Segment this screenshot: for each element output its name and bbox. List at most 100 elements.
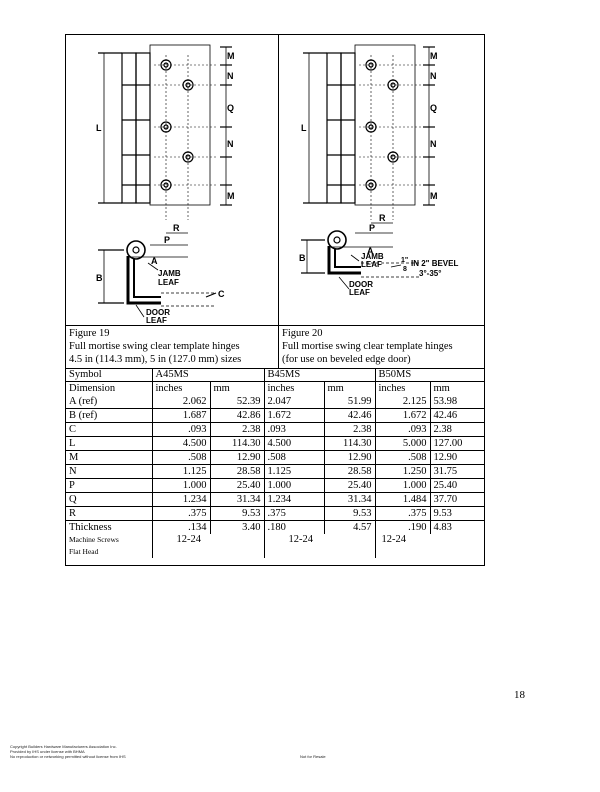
row-value: 4.500 [151, 436, 211, 451]
row-value: .508 [151, 450, 211, 465]
note-jamb: JAMB [361, 252, 384, 261]
copyright-footer: Copyright Builders Hardware Manufacturer… [10, 744, 126, 759]
row-value: .190 [374, 520, 431, 534]
row-value: 1.250 [374, 464, 431, 479]
header-unit: inches [374, 381, 431, 395]
row-value: .375 [263, 506, 325, 521]
row-value: 9.53 [209, 506, 265, 521]
row-symbol: P [66, 478, 153, 493]
dim-label-p: P [164, 235, 170, 245]
row-value: 1.125 [263, 464, 325, 479]
hinge-leaf-right [340, 52, 356, 204]
header-unit: inches [151, 381, 211, 395]
screws-label-line2: Flat Head [69, 547, 99, 556]
screws-a45ms: 12-24 [151, 534, 265, 558]
bevel-angle: 3°-35° [419, 269, 441, 278]
screws-label: Machine Screws Flat Head [66, 534, 153, 558]
row-value: 52.39 [209, 395, 265, 409]
row-value: 1.000 [374, 478, 431, 493]
dim-label-r: R [173, 223, 180, 233]
row-value: 1.672 [374, 408, 431, 423]
figure-divider [278, 35, 279, 325]
row-value: 1.672 [263, 408, 325, 423]
row-value: .093 [151, 422, 211, 437]
dim-label-n: N [430, 71, 437, 81]
row-value: .093 [263, 422, 325, 437]
header-unit: mm [323, 381, 376, 395]
footer-line: No reproduction or networking permitted … [10, 754, 126, 759]
row-symbol: M [66, 450, 153, 465]
footer-line: Copyright Builders Hardware Manufacturer… [10, 744, 117, 749]
row-value: 9.53 [323, 506, 376, 521]
dim-label-q: Q [227, 103, 234, 113]
row-value: 1.484 [374, 492, 431, 507]
note-jamb-leaf: LEAF [361, 260, 382, 269]
header-unit: inches [263, 381, 325, 395]
row-symbol: B (ref) [66, 408, 153, 423]
row-value: 127.00 [429, 436, 484, 451]
note-door-leaf: LEAF [146, 316, 167, 325]
knuckle-section [126, 240, 146, 260]
row-value: 31.34 [323, 492, 376, 507]
hinge-leaf-left [121, 52, 137, 204]
hinge-leaf-left [326, 52, 342, 204]
header-model-b50ms: B50MS [374, 368, 484, 382]
row-value: .134 [151, 520, 211, 534]
dim-label-p: P [369, 223, 375, 233]
document-frame: M N Q N M L R P A B C JAMB LEAF DOOR LEA… [65, 34, 485, 566]
row-value: 12.90 [209, 450, 265, 465]
table-header-models: Symbol A45MS B45MS B50MS [66, 368, 484, 382]
row-value: .093 [374, 422, 431, 437]
note-jamb-leaf: LEAF [158, 278, 179, 287]
row-value: 1.234 [263, 492, 325, 507]
row-value: 1.687 [151, 408, 211, 423]
note-door: DOOR [146, 308, 170, 317]
row-value: 12.90 [429, 450, 484, 465]
row-value: 114.30 [209, 436, 265, 451]
table-row-machine-screws: Machine Screws Flat Head 12-24 12-24 12-… [66, 534, 484, 558]
row-value: 2.38 [323, 422, 376, 437]
row-value: 1.234 [151, 492, 211, 507]
row-value: 25.40 [429, 478, 484, 493]
row-value: 25.40 [323, 478, 376, 493]
row-symbol: N [66, 464, 153, 479]
caption-row: Figure 19 Full mortise swing clear templ… [66, 326, 484, 369]
row-value: 28.58 [323, 464, 376, 479]
figure-20-title: Figure 20 [282, 328, 323, 339]
dim-label-m2: M [430, 191, 438, 201]
row-value: .508 [263, 450, 325, 465]
caption-divider [278, 326, 279, 368]
dim-label-n2: N [227, 139, 234, 149]
dim-label-a: A [367, 246, 374, 256]
dim-label-b: B [299, 253, 306, 263]
figure-19-drawing: M N Q N M L R P A B C JAMB LEAF DOOR LEA… [66, 35, 278, 325]
row-value: 31.75 [429, 464, 484, 479]
dim-label-n2: N [430, 139, 437, 149]
row-value: .180 [263, 520, 325, 534]
row-value: 2.38 [429, 422, 484, 437]
header-unit: mm [429, 381, 484, 395]
note-jamb: JAMB [158, 269, 181, 278]
row-value: 5.000 [374, 436, 431, 451]
row-symbol: R [66, 506, 153, 521]
row-value: 31.34 [209, 492, 265, 507]
header-symbol: Symbol [66, 368, 153, 382]
row-symbol: Q [66, 492, 153, 507]
dim-label-b: B [96, 273, 103, 283]
dim-label-l: L [96, 123, 102, 133]
row-value: .508 [374, 450, 431, 465]
row-value: 3.40 [209, 520, 265, 534]
figure-19-sizes: 4.5 in (114.3 mm), 5 in (127.0 mm) sizes [69, 354, 242, 365]
table-header-units: Dimension inches mm inches mm inches mm [66, 381, 484, 395]
row-value: 1.000 [151, 478, 211, 493]
row-value: .375 [151, 506, 211, 521]
hinge-drawing-20: M N Q N M L R P A B JAMB LEAF DOOR LEAF … [299, 44, 458, 297]
row-symbol: A (ref) [66, 395, 153, 409]
row-value: 51.99 [323, 395, 376, 409]
not-for-resale-note: Not for Resale [300, 754, 326, 759]
dim-label-n: N [227, 71, 234, 81]
